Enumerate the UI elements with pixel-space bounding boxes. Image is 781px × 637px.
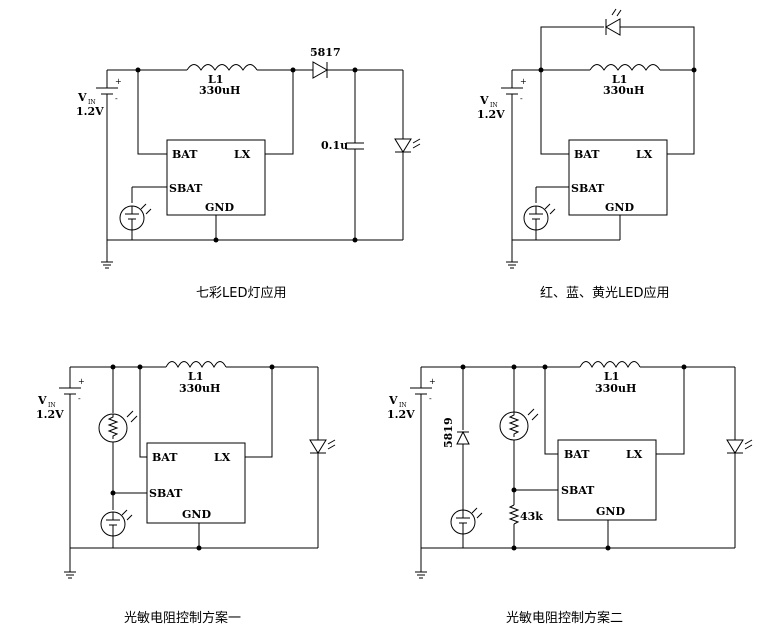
vin-subscript: IN — [88, 99, 96, 106]
inductor-symbol — [186, 64, 258, 71]
photocell-symbol — [119, 203, 152, 231]
ground-symbol — [506, 258, 518, 269]
photocell-symbol — [100, 509, 133, 537]
led-symbol — [394, 138, 421, 153]
pin-sbat: SBAT — [149, 487, 183, 500]
svg-text:+: + — [78, 377, 85, 386]
pin-lx: LX — [234, 148, 251, 161]
photoresistor-symbol — [499, 408, 539, 441]
pin-sbat: SBAT — [561, 484, 595, 497]
battery-symbol: + - — [410, 367, 436, 568]
svg-text:+: + — [115, 77, 122, 86]
pin-gnd: GND — [596, 505, 625, 518]
pin-bat: BAT — [574, 148, 600, 161]
ground-symbol — [64, 568, 76, 579]
led-symbol — [726, 439, 753, 454]
battery-symbol: + - — [96, 70, 122, 258]
pin-gnd: GND — [605, 201, 634, 214]
inductor-name: L1 — [188, 370, 203, 383]
svg-text:+: + — [429, 377, 436, 386]
pin-bat: BAT — [172, 148, 198, 161]
inductor-value: 330uH — [179, 382, 220, 395]
diode-label: 5819 — [442, 417, 455, 448]
inductor-name: L1 — [208, 73, 223, 86]
svg-text:+: + — [520, 77, 527, 86]
vin-label: V — [388, 394, 398, 407]
ic-chip — [146, 442, 246, 524]
inductor-symbol — [579, 361, 641, 369]
photocell-symbol — [523, 203, 556, 231]
pin-gnd: GND — [182, 508, 211, 521]
vin-label: V — [37, 394, 47, 407]
circuit-4-photoresistor-scheme-2: + - V IN 1.2V L1 330uH 5819 — [387, 361, 753, 626]
inductor-name: L1 — [612, 73, 627, 86]
circuit-caption: 光敏电阻控制方案一 — [124, 610, 241, 626]
pin-sbat: SBAT — [169, 182, 203, 195]
inductor-name: L1 — [604, 370, 619, 383]
pin-lx: LX — [626, 448, 643, 461]
svg-text:-: - — [115, 94, 118, 103]
pin-bat: BAT — [564, 448, 590, 461]
pin-lx: LX — [214, 451, 231, 464]
ground-symbol — [415, 568, 427, 579]
inductor-symbol — [165, 361, 227, 369]
photoresistor-symbol — [98, 410, 138, 443]
ic-chip — [166, 139, 266, 216]
inductor-value: 330uH — [603, 84, 644, 97]
inductor-value: 330uH — [199, 84, 240, 97]
ic-chip — [568, 139, 668, 216]
circuit-3-photoresistor-scheme-1: + - V IN 1.2V L1 330uH — [36, 361, 336, 626]
voltage-label: 1.2V — [36, 408, 64, 421]
capacitor-label: 0.1u — [321, 139, 348, 152]
circuit-caption: 光敏电阻控制方案二 — [506, 610, 623, 626]
circuit-2-color-led: + - V IN 1.2V L1 330uH BAT — [477, 8, 697, 301]
pin-lx: LX — [636, 148, 653, 161]
voltage-label: 1.2V — [477, 108, 505, 121]
vin-label: V — [77, 91, 87, 104]
svg-text:-: - — [520, 94, 523, 103]
led-symbol — [309, 439, 336, 454]
photocell-symbol — [450, 507, 483, 535]
vin-label: V — [479, 94, 489, 107]
led-symbol — [604, 8, 622, 36]
svg-text:-: - — [78, 394, 81, 403]
vin-subscript: IN — [48, 402, 56, 409]
voltage-label: 1.2V — [387, 408, 415, 421]
inductor-symbol — [589, 64, 661, 71]
circuit-caption: 七彩LED灯应用 — [196, 285, 286, 301]
diode-symbol — [312, 61, 329, 79]
pin-gnd: GND — [205, 201, 234, 214]
resistor-label: 43k — [520, 510, 543, 523]
diode-symbol — [456, 430, 470, 445]
diode-label: 5817 — [310, 46, 341, 59]
circuit-1-rgb-led: + - V IN 1.2V L1 330uH 5817 — [76, 46, 421, 301]
battery-symbol: + - — [501, 70, 527, 258]
svg-text:-: - — [429, 394, 432, 403]
capacitor-symbol — [346, 70, 364, 240]
battery-symbol: + - — [59, 367, 85, 568]
resistor-symbol — [508, 504, 520, 525]
ground-symbol — [101, 258, 113, 269]
inductor-value: 330uH — [595, 382, 636, 395]
voltage-label: 1.2V — [76, 105, 104, 118]
circuit-caption: 红、蓝、黄光LED应用 — [540, 285, 669, 301]
pin-bat: BAT — [152, 451, 178, 464]
vin-subscript: IN — [490, 102, 498, 109]
ic-chip — [557, 439, 657, 521]
pin-sbat: SBAT — [571, 182, 605, 195]
vin-subscript: IN — [399, 402, 407, 409]
